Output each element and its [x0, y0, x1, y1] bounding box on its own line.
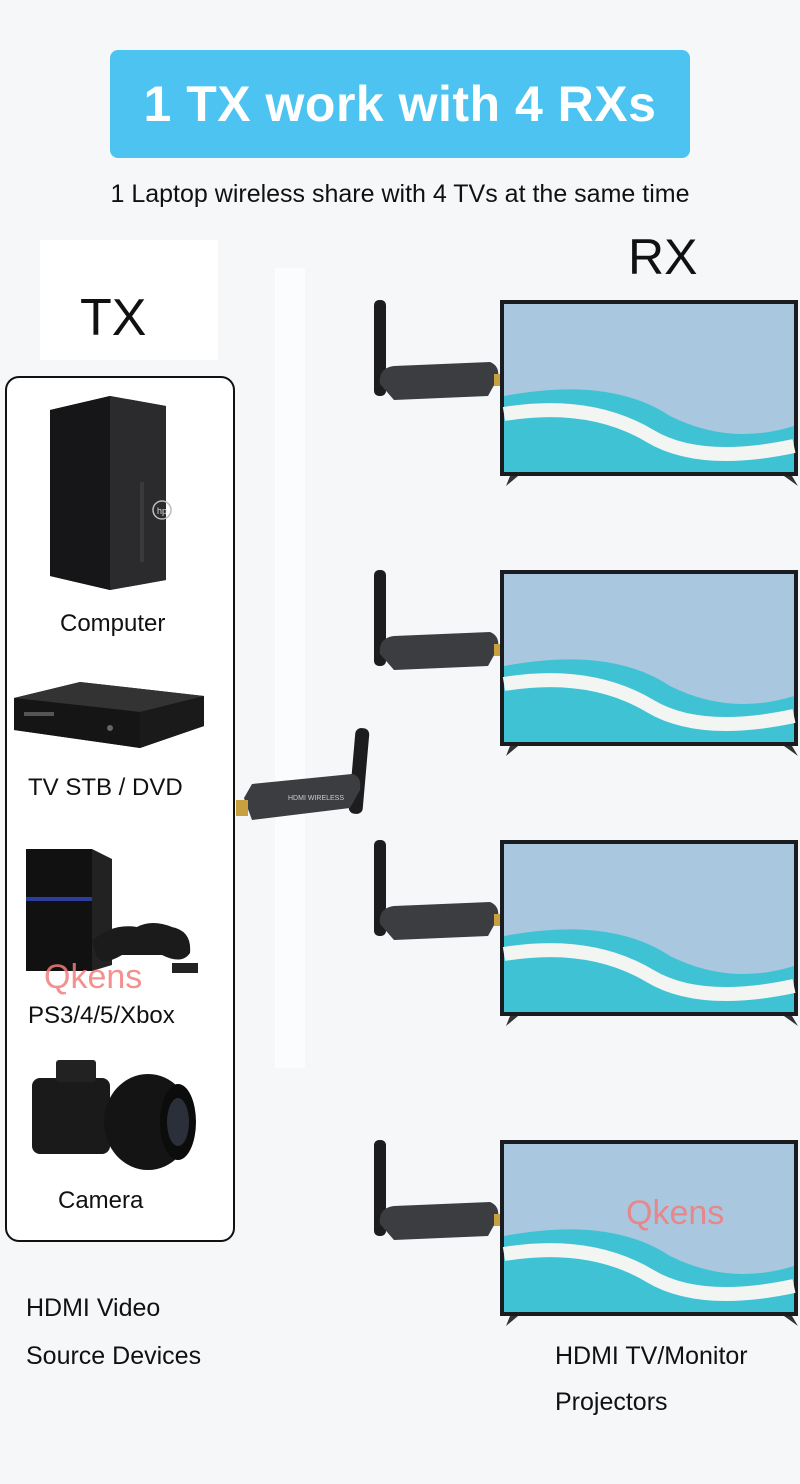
- subtitle: 1 Laptop wireless share with 4 TVs at th…: [110, 180, 690, 208]
- rx-unit-4: [374, 1140, 798, 1326]
- set-top-box-icon: [14, 682, 204, 748]
- camera-icon: [32, 1060, 196, 1170]
- banner-title: 1 TX work with 4 RXs: [143, 76, 657, 132]
- sink-text-line1: HDMI TV/Monitor: [555, 1342, 748, 1370]
- sink-text-line2: Projectors: [555, 1388, 668, 1416]
- rx-label: RX: [628, 229, 698, 285]
- device-caption-console: PS3/4/5/Xbox: [28, 1002, 175, 1029]
- tx-label: TX: [80, 289, 147, 347]
- game-console-icon: [26, 849, 198, 973]
- watermark-text: Qkens: [44, 958, 143, 996]
- rx-unit-1: [374, 300, 798, 486]
- rx-unit-2: [374, 570, 798, 756]
- desktop-tower-icon: hp: [50, 396, 172, 590]
- title-banner: 1 TX work with 4 RXs: [110, 50, 690, 158]
- svg-text:HDMI WIRELESS: HDMI WIRELESS: [288, 795, 344, 802]
- tx-dongle-icon: HDMI WIRELESS: [236, 728, 370, 820]
- device-caption-camera: Camera: [58, 1187, 144, 1214]
- tx-label-panel: [40, 240, 218, 360]
- background-strip: [275, 268, 305, 1068]
- device-caption-computer: Computer: [60, 610, 166, 637]
- svg-text:hp: hp: [157, 506, 167, 516]
- watermark-text-2: Qkens: [626, 1194, 725, 1232]
- rx-unit-3: [374, 840, 798, 1026]
- device-caption-stb: TV STB / DVD: [28, 774, 183, 801]
- source-text-line2: Source Devices: [26, 1342, 202, 1370]
- source-text-line1: HDMI Video: [26, 1294, 161, 1322]
